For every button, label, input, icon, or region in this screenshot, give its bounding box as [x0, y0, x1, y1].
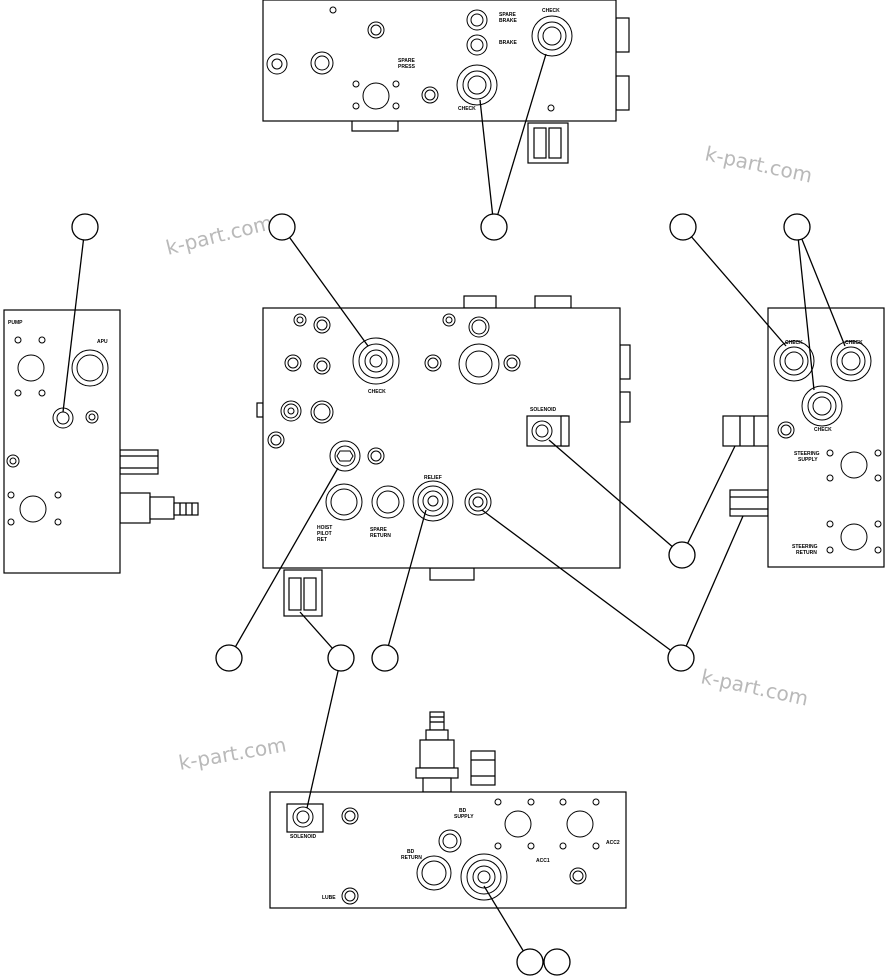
callout-bubble — [371, 644, 399, 672]
callout-bubble — [667, 644, 695, 672]
apu-label: APU — [97, 339, 108, 345]
watermark-2: k-part.com — [163, 210, 274, 260]
svg-text:RET: RET — [317, 537, 327, 543]
callout-bubble — [480, 213, 508, 241]
check-label-top-2: CHECK — [458, 106, 476, 112]
svg-text:SUPPLY: SUPPLY — [798, 457, 818, 463]
callout-bubble — [268, 213, 296, 241]
top-manifold: SPARE BRAKE BRAKE CHECK CHECK SPARE PRES… — [262, 0, 630, 164]
bd-supply-label: BD — [459, 808, 467, 814]
svg-text:BRAKE: BRAKE — [499, 18, 517, 24]
right-manifold: CHECK CHECK CHECK STEERING SUPPLY STEERI… — [722, 307, 885, 568]
center-solenoid — [526, 415, 570, 447]
check-label-center: CHECK — [368, 389, 386, 395]
watermark-1: k-part.com — [703, 141, 815, 187]
svg-text:PRESS: PRESS — [398, 64, 416, 70]
check-label-right-1: CHECK — [785, 340, 803, 346]
callout-bubble — [668, 541, 696, 569]
relief-label: RELIEF — [424, 475, 442, 481]
callout-bubble — [215, 644, 243, 672]
steering-return-label: STEERING — [792, 544, 818, 550]
callout-bubble — [71, 213, 99, 241]
top-manifold-connector — [527, 122, 569, 164]
check-label-right-3: CHECK — [814, 427, 832, 433]
bd-return-label: BD — [407, 849, 415, 855]
lube-label: LUBE — [322, 895, 336, 901]
pump-label: PUMP — [8, 320, 23, 326]
check-label-right-2: CHECK — [845, 340, 863, 346]
acc2-label: ACC2 — [606, 840, 620, 846]
leader-lines — [62, 53, 846, 963]
callout-bubble — [783, 213, 811, 241]
spare-press-label: SPARE — [398, 58, 416, 64]
callout-bubbles — [71, 213, 811, 976]
callout-bubble — [327, 644, 355, 672]
svg-text:SUPPLY: SUPPLY — [454, 814, 474, 820]
spare-return-label: SPARE — [370, 527, 388, 533]
watermark-4: k-part.com — [177, 732, 288, 775]
svg-text:RETURN: RETURN — [370, 533, 391, 539]
check-label-top-1: CHECK — [542, 8, 560, 14]
svg-text:RETURN: RETURN — [796, 550, 817, 556]
callout-bubble — [669, 213, 697, 241]
center-manifold-ports — [267, 313, 521, 522]
center-manifold: CHECK SOLENOID RELIEF HOIST PILOT RET SP… — [256, 295, 631, 617]
acc1-label: ACC1 — [536, 858, 550, 864]
steering-supply-label: STEERING — [794, 451, 820, 457]
svg-text:RETURN: RETURN — [401, 855, 422, 861]
top-manifold-ports — [266, 6, 573, 112]
hoist-pilot-ret-label: HOIST — [317, 525, 332, 531]
spare-brake-label: SPARE — [499, 12, 517, 18]
watermark-3: k-part.com — [699, 664, 811, 710]
callout-bubble — [516, 948, 544, 976]
solenoid-label-center: SOLENOID — [530, 407, 557, 413]
solenoid-label-bottom: SOLENOID — [290, 834, 317, 840]
svg-text:PILOT: PILOT — [317, 531, 332, 537]
bottom-manifold: SOLENOID BD SUPPLY BD RETURN ACC1 ACC2 L… — [269, 711, 627, 909]
callout-bubble — [543, 948, 571, 976]
left-manifold: PUMP APU — [3, 309, 199, 574]
center-connector — [283, 569, 323, 617]
brake-label: BRAKE — [499, 40, 517, 46]
pressure-switch — [415, 711, 459, 793]
